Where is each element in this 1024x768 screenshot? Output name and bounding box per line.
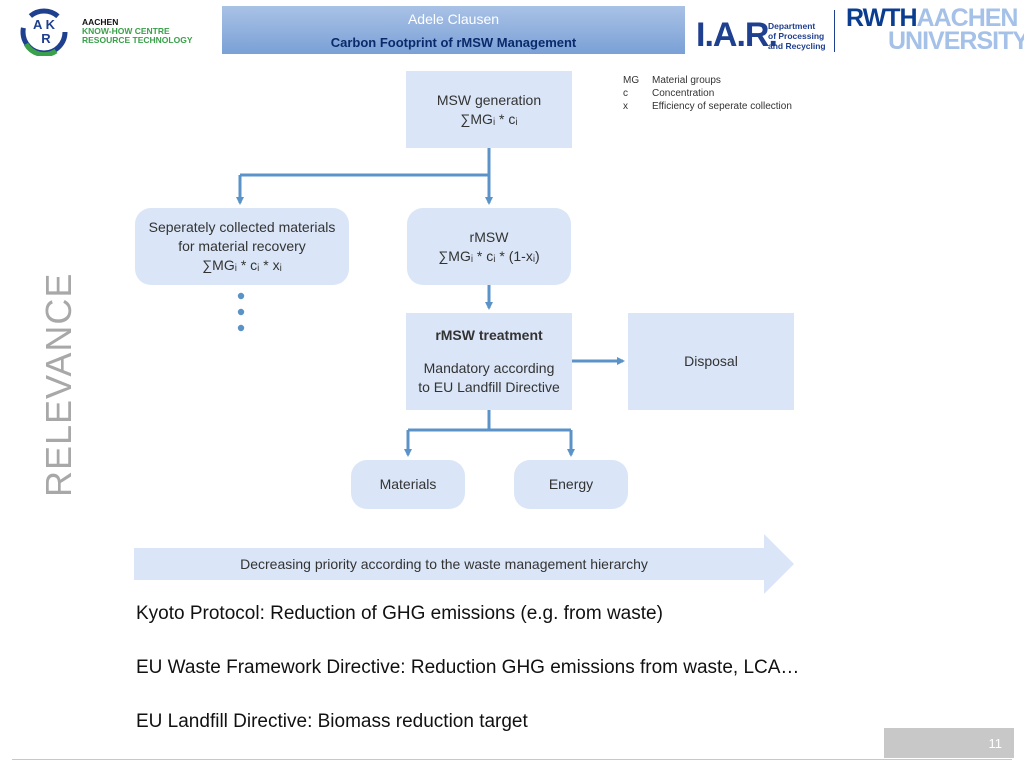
legend-symbol: MG (623, 75, 640, 86)
legend-row: MG Material groups (623, 74, 792, 87)
legend-symbol: x (623, 101, 628, 112)
disposal-title: Disposal (684, 353, 738, 369)
separate-collection-box: Seperately collected materials for mater… (135, 208, 349, 285)
rmsw-formula: ∑MGᵢ * cᵢ * (1-xᵢ) (438, 247, 540, 264)
materials-box: Materials (351, 460, 465, 509)
rmsw-treatment-title: rMSW treatment (435, 327, 543, 343)
iar-logo: I.A.R. Department of Processing and Recy… (696, 10, 826, 56)
presentation-title: Carbon Footprint of rMSW Management (330, 35, 577, 50)
rmsw-treatment-line-2: to EU Landfill Directive (418, 379, 560, 395)
akr-emblem-icon: A K R (20, 8, 68, 56)
rmsw-treatment-line-1: Mandatory according (423, 360, 555, 376)
energy-box: Energy (514, 460, 628, 509)
rmsw-treatment-box: rMSW treatment Mandatory according to EU… (406, 313, 572, 410)
materials-title: Materials (379, 476, 437, 492)
akr-line-2: KNOW-HOW CENTRE (82, 26, 170, 36)
separate-collection-line-2: for material recovery (178, 238, 306, 254)
msw-generation-title: MSW generation (436, 91, 542, 108)
bullet-waste-framework: EU Waste Framework Directive: Reduction … (136, 657, 800, 678)
rwth-logo: RWTHAACHEN UNIVERSITY (846, 6, 1024, 54)
separate-collection-line-1: Seperately collected materials (148, 219, 336, 235)
legend-row: x Efficiency of seperate collection (623, 100, 792, 113)
page-number-box: 11 (884, 728, 1014, 758)
separate-collection-formula: ∑MGᵢ * cᵢ * xᵢ (202, 257, 282, 273)
akr-logo: A K R AACHEN KNOW-HOW CENTRE RESOURCE TE… (12, 8, 212, 56)
akr-line-3: RESOURCE TECHNOLOGY (82, 35, 193, 45)
logo-divider (834, 10, 835, 52)
page-number: 11 (988, 736, 1003, 751)
bullet-landfill: EU Landfill Directive: Biomass reduction… (136, 711, 528, 732)
rmsw-box: rMSW ∑MGᵢ * cᵢ * (1-xᵢ) (407, 208, 571, 285)
iar-dept-line-1: Department (768, 21, 816, 31)
footer-line (12, 759, 1012, 760)
iar-department: Department of Processing and Recycling (768, 21, 826, 51)
iar-dept-line-3: and Recycling (768, 41, 826, 51)
rwth-logo-aachen: AACHEN (916, 4, 1019, 32)
priority-arrow-shape (134, 534, 794, 594)
legend-row: c Concentration (623, 87, 792, 100)
energy-title: Energy (548, 476, 594, 492)
iar-dept-line-2: of Processing (768, 31, 825, 41)
iar-mark: I.A.R. (696, 16, 778, 54)
rwth-logo-rwth: RWTH (846, 4, 918, 32)
header-bar: Adele Clausen Carbon Footprint of rMSW M… (222, 6, 685, 54)
legend-symbol: c (623, 88, 628, 99)
rmsw-title: rMSW (469, 228, 509, 245)
legend-meaning: Efficiency of seperate collection (652, 101, 792, 112)
svg-text:R: R (41, 31, 51, 46)
legend-meaning: Concentration (652, 88, 715, 99)
akr-line-1: AACHEN (82, 17, 119, 27)
continuation-dot (237, 292, 245, 300)
legend: MG Material groups c Concentration x Eff… (623, 74, 792, 113)
rwth-logo-line-1: RWTHAACHEN (846, 4, 1019, 32)
rwth-logo-university: UNIVERSITY (888, 27, 1024, 55)
continuation-dot (237, 324, 245, 332)
svg-text:A K: A K (33, 17, 56, 32)
msw-generation-box: MSW generation ∑MGᵢ * cᵢ (406, 71, 572, 148)
legend-meaning: Material groups (652, 75, 721, 86)
bullet-kyoto: Kyoto Protocol: Reduction of GHG emissio… (136, 603, 663, 624)
msw-generation-formula: ∑MGᵢ * cᵢ (460, 110, 518, 127)
priority-arrow-label: Decreasing priority according to the was… (240, 556, 648, 572)
disposal-box: Disposal (628, 313, 794, 410)
presenter-name: Adele Clausen (407, 11, 500, 27)
continuation-dot (237, 308, 245, 316)
